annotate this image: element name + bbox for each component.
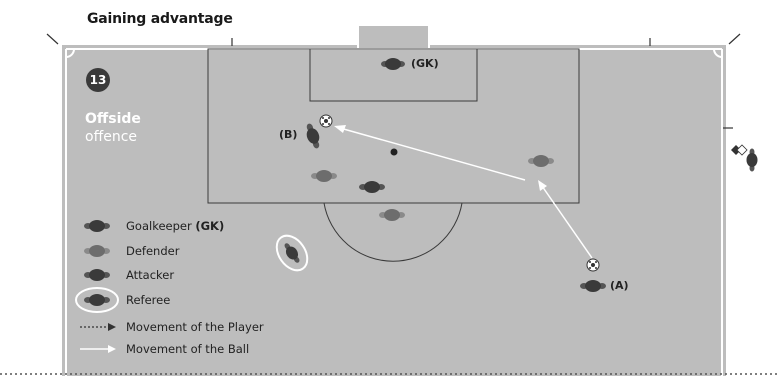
goal-area (309, 48, 478, 102)
arrow-head-1 (334, 125, 346, 133)
label-b: (B) (279, 128, 298, 141)
legend-defender-symbol (84, 245, 110, 257)
legend-attacker-symbol (84, 269, 110, 281)
legend-player-movement: Movement of the Player (126, 320, 264, 334)
ball-movement-arrow-1 (339, 127, 526, 181)
legend-ball-movement: Movement of the Ball (126, 342, 250, 356)
legend-goalkeeper-symbol (84, 220, 110, 232)
corner-mark-left (46, 33, 59, 45)
flag-icon (731, 144, 748, 156)
corner-mark-right (728, 33, 741, 45)
legend-player-movement-symbol (80, 323, 116, 331)
goal (357, 24, 430, 50)
defender (528, 155, 554, 167)
corner-arc-right (713, 48, 723, 58)
attacker-b (306, 123, 320, 149)
legend-referee: Referee (126, 293, 171, 307)
penalty-arc (323, 202, 463, 262)
ball-movement-arrow-2 (541, 185, 593, 259)
penalty-spot (390, 148, 398, 156)
attacker-a (580, 280, 606, 292)
label-a: (A) (610, 279, 629, 292)
legend-ball-movement-symbol (80, 345, 116, 353)
referee (275, 234, 309, 272)
legend-defender: Defender (126, 244, 180, 258)
goalkeeper (381, 58, 405, 70)
legend-goalkeeper: Goalkeeper (GK) (126, 219, 225, 233)
arrow-head-2 (538, 180, 547, 191)
legend-referee-symbol (75, 287, 119, 313)
defender (379, 209, 405, 221)
heading-offside: Offside (85, 111, 141, 127)
ball-b (319, 114, 333, 128)
defender (311, 170, 337, 182)
ball-a (586, 258, 600, 272)
corner-arc-left (65, 48, 75, 58)
heading-offence: offence (85, 129, 138, 145)
number-badge: 13 (86, 68, 110, 92)
assistant-referee (746, 148, 758, 172)
label-gk: (GK) (411, 57, 439, 70)
legend-attacker: Attacker (126, 268, 175, 282)
diagram-title: Gaining advantage (87, 11, 233, 27)
attacker (359, 181, 385, 193)
